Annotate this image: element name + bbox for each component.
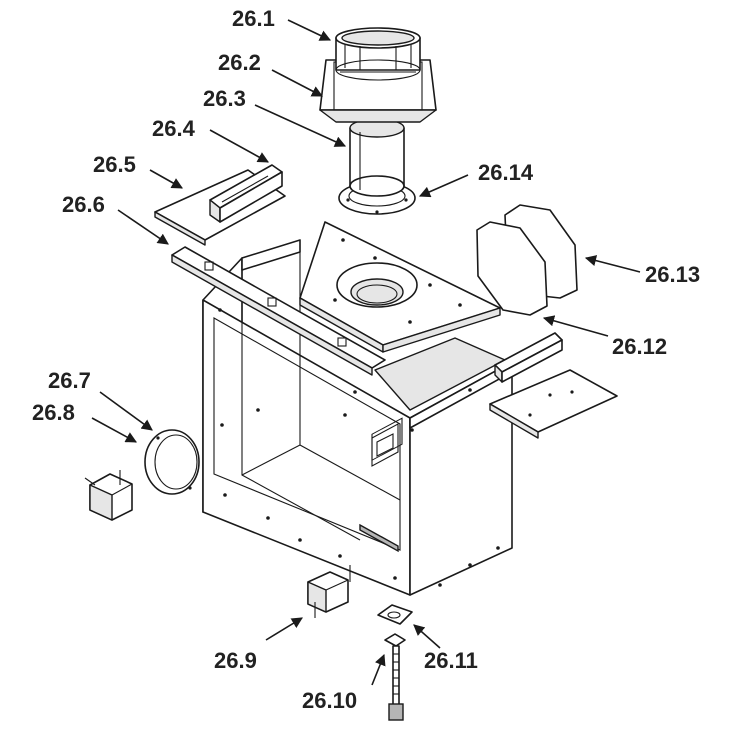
leader-lines xyxy=(91,19,641,686)
label-26-11: 26.11 xyxy=(424,648,478,673)
part-26-6-front-rail xyxy=(171,246,386,376)
label-26-14: 26.14 xyxy=(478,160,534,185)
part-26-3-pipe-section xyxy=(349,118,405,197)
part-26-10-leveling-bolt xyxy=(388,645,404,721)
label-26-5: 26.5 xyxy=(93,152,136,177)
part-26-8-switch-box xyxy=(84,470,133,521)
part-26-13-octagon-panels xyxy=(476,204,578,316)
baffle-plate xyxy=(299,221,501,353)
label-26-4: 26.4 xyxy=(152,116,196,141)
part-26-7-round-cover xyxy=(144,429,200,495)
part-26-4-channel-bracket xyxy=(209,164,283,223)
label-26-13: 26.13 xyxy=(645,262,700,287)
label-26-8: 26.8 xyxy=(32,400,75,425)
label-26-12: 26.12 xyxy=(612,334,667,359)
label-26-6: 26.6 xyxy=(62,192,105,217)
part-26-9-bracket xyxy=(307,565,351,618)
label-26-3: 26.3 xyxy=(203,86,246,111)
part-26-11-leveling-plate xyxy=(377,604,413,647)
label-26-1: 26.1 xyxy=(232,6,275,31)
part-26-2-collar-flange xyxy=(319,59,437,123)
label-26-2: 26.2 xyxy=(218,50,261,75)
label-26-10: 26.10 xyxy=(302,688,357,713)
label-26-9: 26.9 xyxy=(214,648,257,673)
label-26-7: 26.7 xyxy=(48,368,91,393)
side-shelf-panel xyxy=(489,369,618,439)
part-26-12-side-rail xyxy=(494,332,563,383)
part-26-1-collar-ring xyxy=(335,27,421,81)
firebox-cabinet xyxy=(202,239,513,596)
